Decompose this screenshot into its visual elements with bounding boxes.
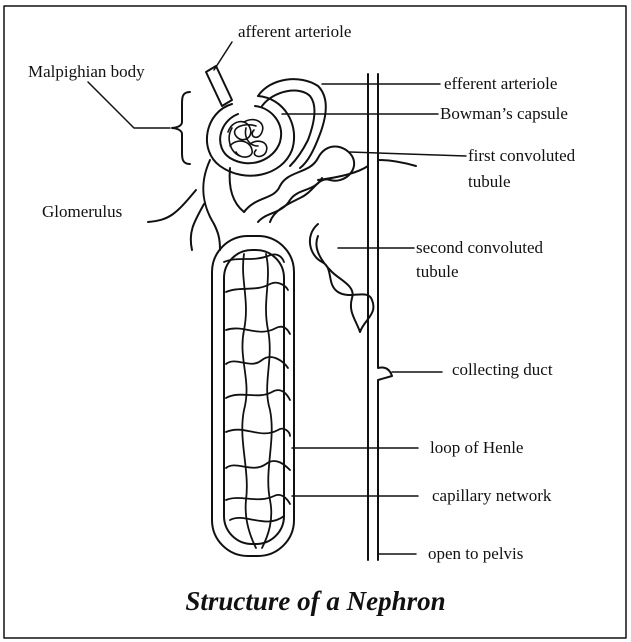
afferent-arteriole-vessel xyxy=(206,66,232,106)
figure-border xyxy=(4,6,626,638)
figure-title: Structure of a Nephron xyxy=(0,586,631,617)
label-second-convoluted-1: second convoluted xyxy=(416,238,543,258)
label-glomerulus: Glomerulus xyxy=(42,202,122,222)
afferent-pointer xyxy=(214,42,232,70)
connecting-tubule-left xyxy=(148,190,196,222)
first-convoluted-tubule-inner xyxy=(258,178,322,222)
capillary-network xyxy=(224,254,290,548)
label-second-convoluted-2: tubule xyxy=(416,262,459,282)
collecting-duct-right xyxy=(378,74,392,560)
connecting-tubule-right xyxy=(191,204,204,250)
malpighian-bracket xyxy=(172,92,190,164)
label-bowmans-capsule: Bowman’s capsule xyxy=(440,104,568,124)
label-afferent-arteriole: afferent arteriole xyxy=(238,22,351,42)
label-loop-of-henle: loop of Henle xyxy=(430,438,523,458)
label-first-convoluted-1: first convoluted xyxy=(468,146,575,166)
malpighian-pointer xyxy=(88,82,170,128)
collecting-duct-branch-2 xyxy=(378,160,416,166)
first-convoluted-tubule xyxy=(244,147,354,223)
label-malpighian-body: Malpighian body xyxy=(28,62,145,82)
second-convoluted-tubule xyxy=(310,224,374,332)
label-efferent-arteriole: efferent arteriole xyxy=(444,74,557,94)
efferent-arteriole-inner xyxy=(262,91,314,166)
capsule-neck-left xyxy=(203,160,220,250)
glomerulus xyxy=(228,120,267,157)
label-capillary-network: capillary network xyxy=(432,486,551,506)
label-open-to-pelvis: open to pelvis xyxy=(428,544,523,564)
collecting-duct-branch xyxy=(318,166,368,180)
label-first-convoluted-2: tubule xyxy=(468,172,511,192)
label-collecting-duct: collecting duct xyxy=(452,360,553,380)
